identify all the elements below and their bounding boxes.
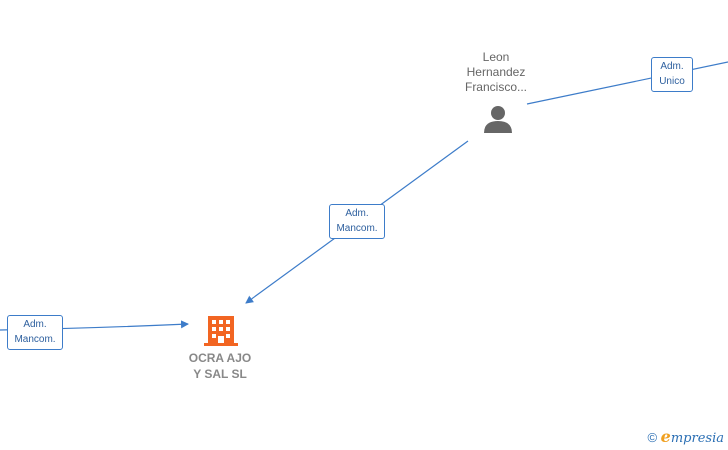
- relation-label-center: Adm. Mancom.: [329, 204, 385, 239]
- brand-logo: empresia: [660, 427, 724, 446]
- edge-person-to-right: [526, 61, 728, 105]
- person-name-label[interactable]: Leon Hernandez Francisco...: [464, 50, 527, 94]
- person-icon[interactable]: [484, 106, 512, 133]
- building-icon[interactable]: [204, 316, 238, 346]
- relation-label-left: Adm. Mancom.: [7, 315, 63, 350]
- copyright-icon: ©: [647, 430, 658, 445]
- company-name-label[interactable]: OCRA AJO Y SAL SL: [188, 351, 252, 381]
- empresia-watermark: © empresia: [647, 427, 724, 446]
- relation-label-right: Adm. Unico: [651, 57, 693, 92]
